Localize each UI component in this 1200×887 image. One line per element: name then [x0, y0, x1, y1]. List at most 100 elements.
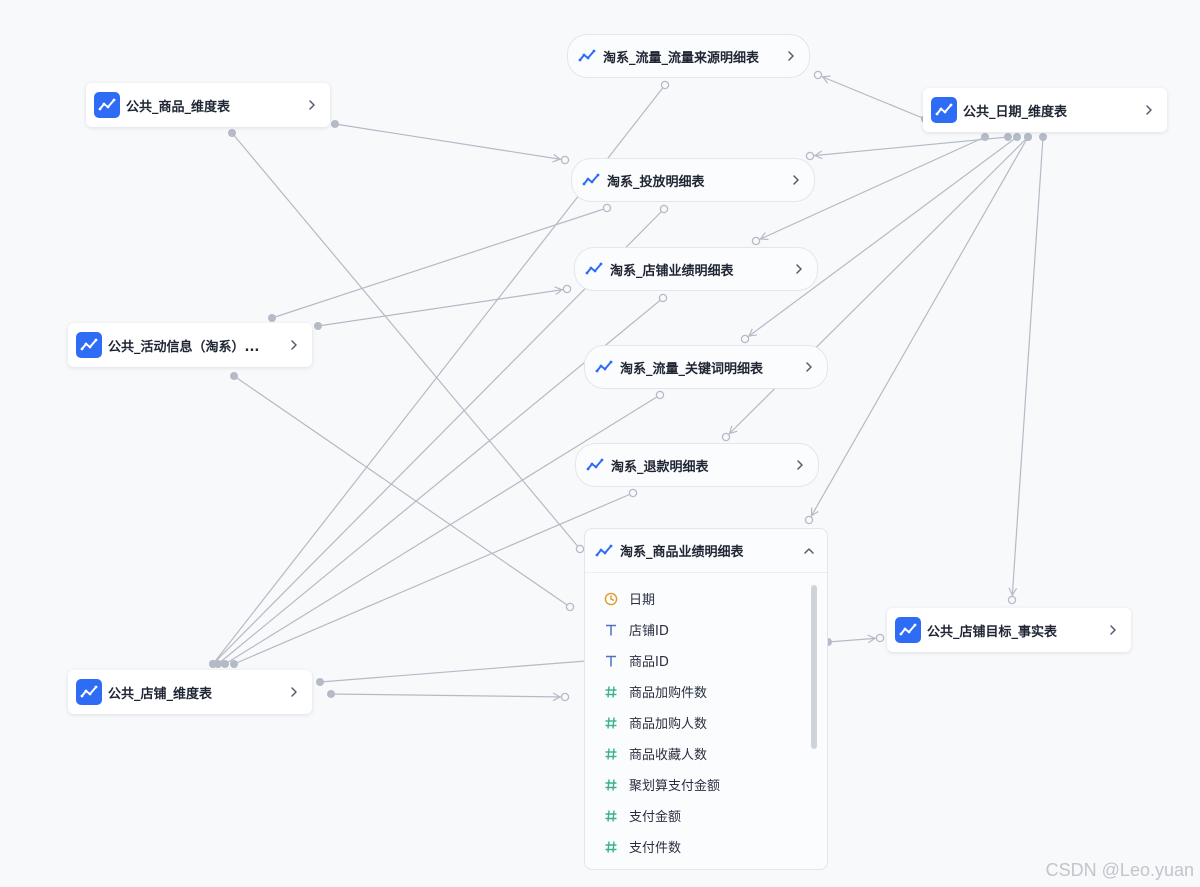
edge-target-ring — [565, 602, 575, 612]
edge-arrowhead — [821, 75, 831, 84]
field-row[interactable]: 支付金额 — [585, 800, 807, 831]
node-ad-detail[interactable]: 淘系_投放明细表 — [571, 158, 815, 202]
chevron-right-icon[interactable] — [788, 172, 804, 188]
chart-line-icon — [76, 679, 102, 705]
edge-line — [808, 136, 1029, 521]
edge-source-dot — [1039, 133, 1047, 141]
chevron-right-icon[interactable] — [783, 48, 799, 64]
edge-target-ring — [602, 203, 612, 213]
hash-icon — [603, 715, 619, 731]
field-name: 商品收藏人数 — [629, 748, 708, 763]
edge-target-ring — [575, 544, 585, 554]
edge-target-ring — [1007, 595, 1017, 605]
edge-line — [317, 288, 568, 327]
edge-target-ring — [751, 236, 761, 246]
edge-source-dot — [316, 678, 324, 686]
node-keyword-detail[interactable]: 淘系_流量_关键词明细表 — [584, 345, 828, 389]
edge-source-dot — [221, 660, 229, 668]
field-row[interactable]: 日期 — [585, 583, 807, 614]
edge-target-ring — [805, 151, 815, 161]
text-type-icon — [603, 653, 619, 669]
chart-line-icon — [895, 617, 921, 643]
field-row[interactable]: 商品ID — [585, 645, 807, 676]
edge-arrowhead — [552, 692, 562, 702]
chevron-right-icon[interactable] — [801, 359, 817, 375]
edge-source-dot — [327, 690, 335, 698]
chevron-right-icon[interactable] — [1141, 102, 1157, 118]
edge-target-ring — [875, 633, 885, 643]
edge-line — [233, 492, 634, 665]
edge-line — [744, 136, 1018, 340]
chevron-right-icon[interactable] — [304, 97, 320, 113]
field-list-scrollbar[interactable] — [811, 585, 817, 749]
node-label: 淘系_投放明细表 — [607, 174, 705, 190]
edge-target-ring — [660, 80, 670, 90]
edge-source-dot — [331, 120, 339, 128]
edge-target-ring — [562, 284, 572, 294]
hash-icon — [603, 746, 619, 762]
node-label: 淘系_流量_流量来源明细表 — [603, 50, 760, 66]
edge-target-ring — [628, 488, 638, 498]
chart-line-icon — [580, 169, 602, 191]
node-date-dim[interactable]: 公共_日期_维度表 — [923, 88, 1167, 132]
edge-line — [1011, 136, 1044, 601]
node-label: 公共_店铺_维度表 — [108, 686, 213, 702]
node-refund-detail[interactable]: 淘系_退款明细表 — [575, 443, 819, 487]
edge-target-ring — [740, 334, 750, 344]
node-label: 公共_活动信息（淘系）... — [108, 339, 260, 355]
field-name: 支付金额 — [629, 810, 682, 825]
chevron-right-icon[interactable] — [792, 457, 808, 473]
edge-line — [334, 123, 566, 161]
field-row[interactable]: 商品加购人数 — [585, 707, 807, 738]
edge-line — [755, 136, 986, 242]
node-activity-info[interactable]: 公共_活动信息（淘系）... — [68, 323, 312, 367]
chevron-right-icon[interactable] — [1105, 622, 1121, 638]
edge-source-dot — [230, 372, 238, 380]
node-store-dim[interactable]: 公共_店铺_维度表 — [68, 670, 312, 714]
text-type-icon — [603, 622, 619, 638]
edge-source-dot — [1013, 133, 1021, 141]
field-name: 商品加购件数 — [629, 686, 708, 701]
node-label: 公共_商品_维度表 — [126, 99, 231, 115]
edge-source-dot — [1004, 133, 1012, 141]
edge-arrowhead — [867, 634, 877, 644]
node-label: 淘系_商品业绩明细表 — [620, 545, 744, 560]
chart-line-icon — [593, 540, 615, 562]
edge-arrowhead — [813, 150, 823, 160]
node-label: 淘系_店铺业绩明细表 — [610, 263, 734, 279]
field-row[interactable]: 聚划算支付金额 — [585, 769, 807, 800]
edge-arrowhead — [748, 328, 758, 337]
chevron-right-icon[interactable] — [791, 261, 807, 277]
node-traffic-source[interactable]: 淘系_流量_流量来源明细表 — [567, 34, 810, 78]
node-product-dim[interactable]: 公共_商品_维度表 — [86, 83, 330, 127]
field-row[interactable]: 商品收藏人数 — [585, 738, 807, 769]
hash-icon — [603, 684, 619, 700]
edge-target-ring — [655, 390, 665, 400]
edge-target-ring — [813, 70, 823, 80]
chart-line-icon — [584, 454, 606, 476]
node-store-target[interactable]: 公共_店铺目标_事实表 — [887, 608, 1131, 652]
edge-target-ring — [721, 432, 731, 442]
chart-line-icon — [576, 45, 598, 67]
field-name: 支付件数 — [629, 841, 682, 856]
chevron-right-icon[interactable] — [286, 337, 302, 353]
edge-line — [827, 637, 881, 643]
node-store-perf[interactable]: 淘系_店铺业绩明细表 — [574, 247, 818, 291]
node-product-perf-header[interactable]: 淘系_商品业绩明细表 — [585, 529, 827, 573]
node-label: 公共_日期_维度表 — [963, 104, 1068, 120]
chart-line-icon — [583, 258, 605, 280]
edge-arrowhead — [728, 425, 738, 435]
field-row[interactable]: 支付件数 — [585, 831, 807, 862]
chevron-right-icon[interactable] — [286, 684, 302, 700]
edge-line — [817, 74, 926, 120]
edge-target-ring — [560, 692, 570, 702]
field-row[interactable]: 商品加购件数 — [585, 676, 807, 707]
edge-line — [224, 394, 661, 665]
edge-arrowhead — [552, 153, 562, 163]
field-row[interactable]: 店铺ID — [585, 614, 807, 645]
chevron-up-icon[interactable] — [801, 543, 817, 559]
edge-source-dot — [314, 322, 322, 330]
